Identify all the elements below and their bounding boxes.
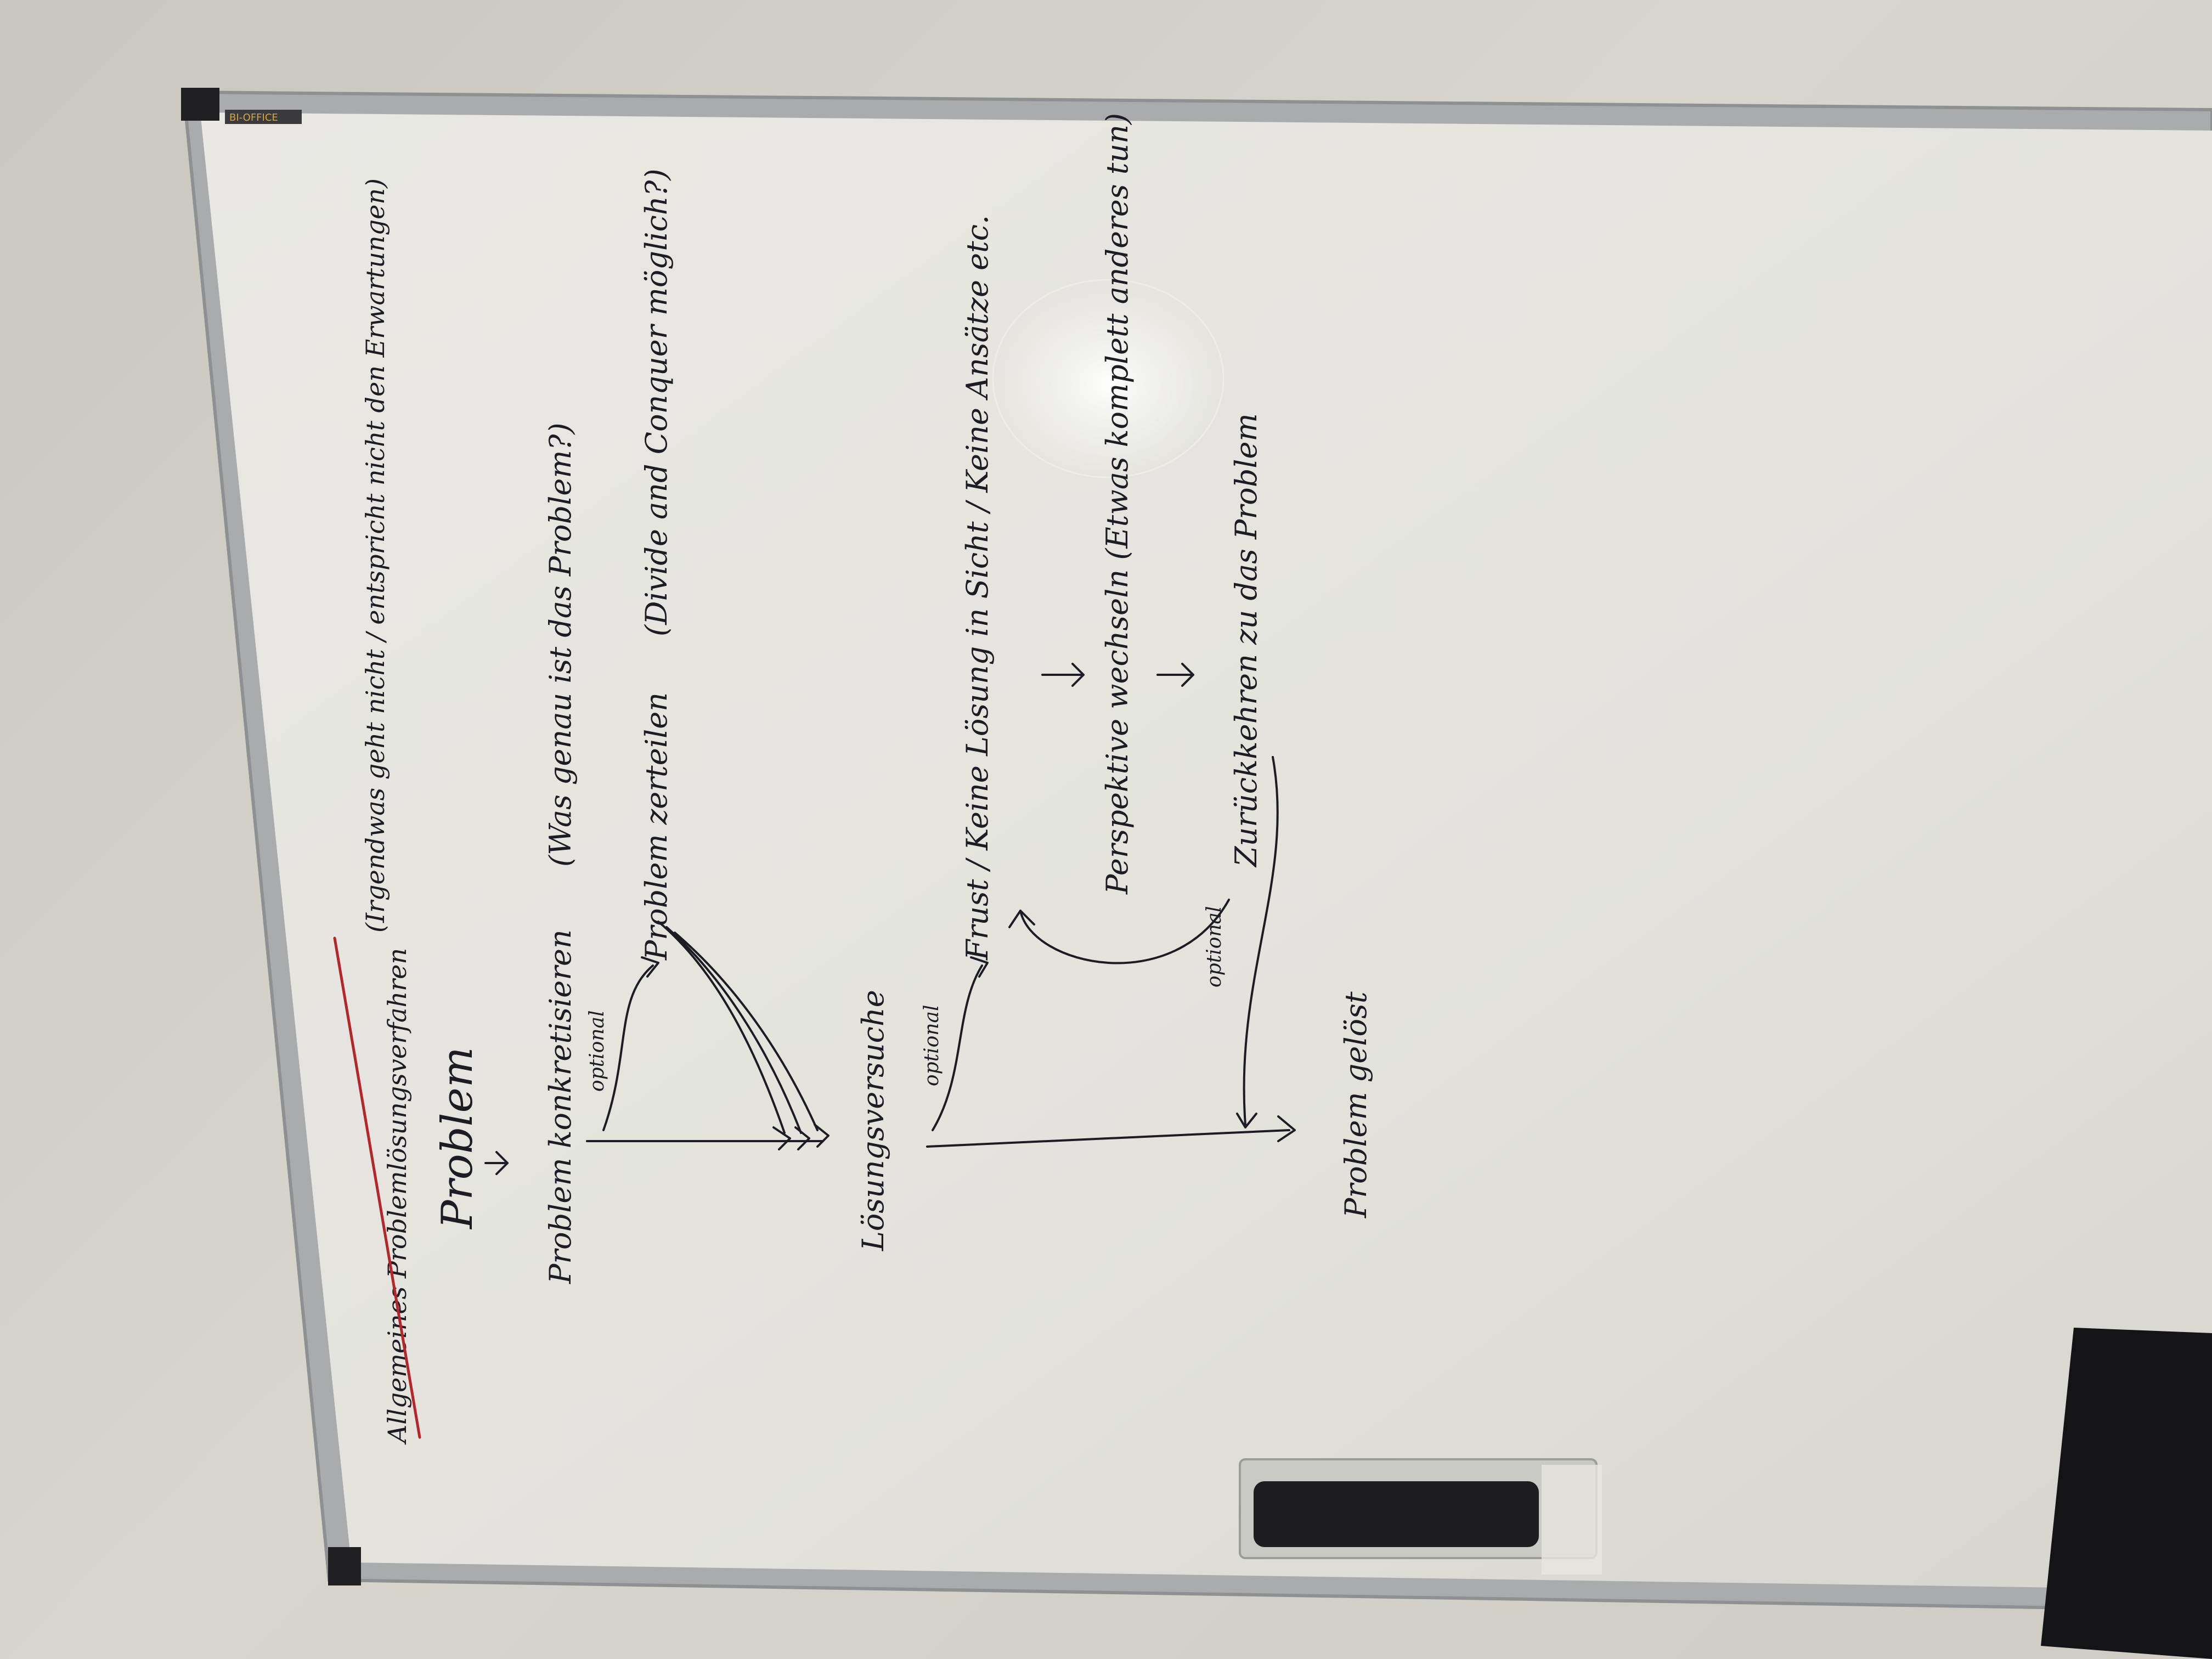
arrow-down-icon <box>1041 663 1085 687</box>
problem-heading: Problem <box>433 1047 482 1230</box>
diagram1-up-curve <box>602 964 654 1131</box>
whiteboard-surface <box>200 112 2212 1590</box>
brand-label: BI-OFFICE <box>229 112 278 123</box>
tape-strip <box>1542 1465 1602 1575</box>
step-zurueck: Zurückkehren zu das Problem <box>1229 413 1263 868</box>
step-zerteilen: Problem zerteilen <box>639 692 674 961</box>
label-optional-2: optional <box>921 1005 943 1086</box>
arrow-right-icon <box>970 956 989 978</box>
arrow-right-icon <box>1277 1115 1296 1142</box>
brand-label-plate <box>225 110 302 124</box>
diagram2-up-curve <box>932 964 983 1131</box>
label-optional-3: optional <box>1203 906 1226 988</box>
diagram1-back-curves <box>657 921 819 1134</box>
flash-glare-rim <box>992 279 1224 478</box>
step-perspektive: Perspektive wechseln (Etwas komplett and… <box>1100 113 1135 895</box>
diagram2-loop-curve <box>1019 899 1230 964</box>
step-konkretisieren: Problem konkretisieren <box>543 929 578 1284</box>
arrow-down-icon <box>484 1151 509 1175</box>
label-loesungsversuche: Lösungsversuche <box>856 990 890 1251</box>
arrow-right-icon <box>641 956 659 978</box>
frame-corner-cap <box>181 88 219 121</box>
arrow-tips-icon <box>772 1124 830 1150</box>
flash-glare <box>998 291 1218 477</box>
title-note: (Irgendwas geht nicht / entspricht nicht… <box>360 178 390 933</box>
frame-corner-cap <box>328 1547 361 1585</box>
label-geloest: Problem gelöst <box>1339 991 1373 1218</box>
marker <box>1254 1481 1539 1547</box>
step-frust: Frust / Keine Lösung in Sicht / Keine An… <box>960 215 995 961</box>
arrow-down-icon <box>1156 663 1194 687</box>
arrow-up-icon <box>1008 910 1035 928</box>
eraser <box>2041 1328 2212 1659</box>
step-zerteilen-note: (Divide and Conquer möglich?) <box>639 168 674 636</box>
step-konkretisieren-note: (Was genau ist das Problem?) <box>543 422 578 867</box>
handwriting: Allgemeines Problemlösungsverfahren (Irg… <box>333 113 1373 1445</box>
title-underline <box>333 936 421 1439</box>
label-optional-1: optional <box>586 1010 608 1092</box>
arrow-down-icon <box>1236 1113 1257 1128</box>
diagram2-baseline <box>926 1129 1290 1148</box>
diagram2-return-curve <box>1243 756 1279 1126</box>
